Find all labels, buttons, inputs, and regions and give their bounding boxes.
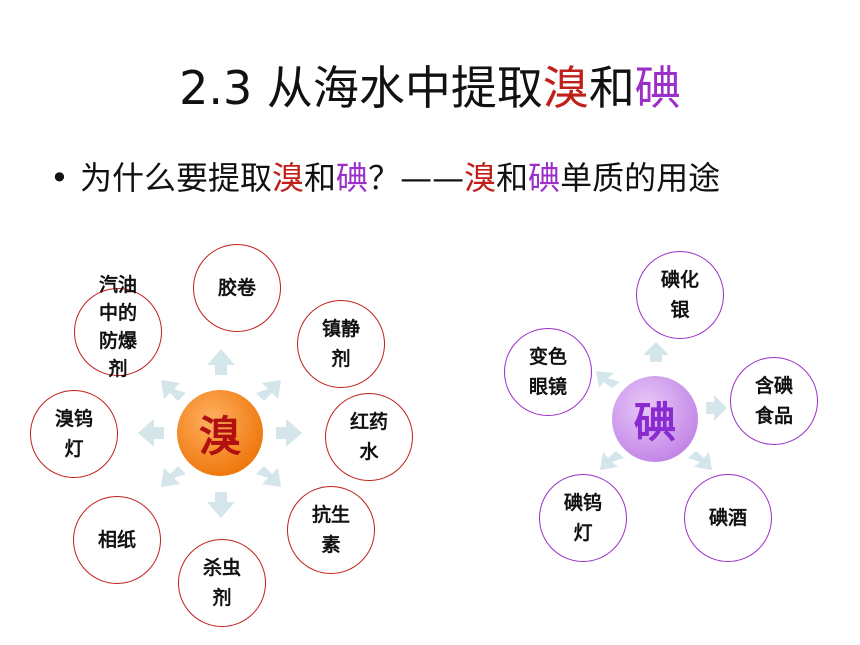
use-label: 变色 (528, 346, 567, 368)
use-label: 碘化 (660, 269, 699, 291)
use-label: 胶卷 (217, 277, 256, 299)
arrow-br-down (207, 492, 235, 518)
iodine-use-tungsten-lamp: 碘钨灯 (539, 474, 627, 562)
title-bromine: 溴 (542, 61, 589, 115)
arrow-io-downright (688, 451, 712, 470)
bullet-part2: ？—— (368, 159, 465, 197)
slide-title: 2.3 从海水中提取溴和碘 (0, 58, 860, 118)
arrow-br-up (207, 349, 235, 375)
iodine-use-tincture: 碘酒 (684, 474, 772, 562)
iodine-use-photochromic-glasses: 变色眼镜 (504, 328, 592, 416)
bromine-center-label: 溴 (198, 411, 241, 461)
use-label: 含碘 (754, 375, 793, 397)
bullet-part3: 单质的用途 (560, 159, 721, 197)
bromine-use-photo-paper: 相纸 (73, 496, 161, 584)
arrow-io-up (643, 342, 669, 362)
use-label: 镇静 (321, 318, 360, 340)
bromine-use-insecticide: 杀虫剂 (178, 539, 266, 627)
iodine-center-circle: 碘 (612, 376, 698, 462)
bromine-use-film: 胶卷 (193, 244, 281, 332)
use-label: 防爆 (98, 330, 137, 352)
title-prefix: 2.3 从海水中提取 (179, 61, 543, 115)
use-label: 剂 (108, 358, 128, 380)
bromine-use-tungsten-lamp: 溴钨灯 (30, 390, 118, 478)
use-label: 碘酒 (708, 507, 747, 529)
arrow-br-downleft (161, 466, 186, 487)
arrow-io-right (706, 395, 727, 421)
use-label: 素 (321, 534, 341, 556)
use-label: 中的 (98, 302, 137, 324)
use-label: 红药 (349, 411, 388, 433)
arrow-br-upright (256, 380, 281, 401)
use-label: 银 (670, 299, 690, 321)
use-label: 汽油 (98, 274, 137, 296)
bromine-use-antibiotic: 抗生素 (287, 486, 375, 574)
use-label: 眼镜 (528, 376, 567, 398)
use-label: 相纸 (97, 529, 136, 551)
use-label: 剂 (331, 348, 351, 370)
arrow-io-downleft (600, 451, 624, 470)
arrow-br-right (276, 419, 302, 447)
use-label: 碘钨 (563, 492, 602, 514)
title-middle: 和 (588, 61, 635, 115)
bromine-use-mercurochrome: 红药水 (325, 393, 413, 481)
bullet-point: • 为什么要提取溴和碘？——溴和碘单质的用途 (50, 158, 810, 198)
arrow-br-downright (256, 466, 281, 487)
bromine-center-circle: 溴 (177, 390, 263, 476)
use-label: 灯 (573, 522, 593, 544)
bullet-text: 为什么要提取溴和碘？——溴和碘单质的用途 (80, 158, 810, 198)
iodine-use-iodized-food: 含碘食品 (730, 357, 818, 445)
bullet-part1: 为什么要提取 (80, 159, 273, 197)
arrow-br-left (138, 419, 164, 447)
use-label: 杀虫 (202, 557, 241, 579)
title-iodine: 碘 (634, 61, 681, 115)
bromine-use-antiknock: 汽油 中的 防爆 剂 (74, 274, 162, 380)
use-label: 抗生 (311, 504, 350, 526)
bullet-iodine2: 碘 (528, 159, 561, 197)
use-label: 剂 (212, 587, 232, 609)
use-label: 食品 (754, 405, 793, 427)
bullet-bromine: 溴 (272, 159, 305, 197)
arrow-br-upleft (161, 380, 186, 401)
use-label: 水 (359, 441, 379, 463)
iodine-use-silver-iodide: 碘化银 (636, 251, 724, 339)
bullet-dot: • (50, 159, 69, 197)
bullet-bromine2: 溴 (464, 159, 497, 197)
use-label: 灯 (64, 438, 84, 460)
bromine-use-sedative: 镇静剂 (297, 300, 385, 388)
bullet-and1: 和 (304, 159, 337, 197)
use-label: 溴钨 (54, 408, 93, 430)
iodine-center-label: 碘 (633, 397, 676, 447)
bullet-and2: 和 (496, 159, 529, 197)
arrow-io-upleft (596, 371, 620, 388)
bullet-iodine: 碘 (336, 159, 369, 197)
